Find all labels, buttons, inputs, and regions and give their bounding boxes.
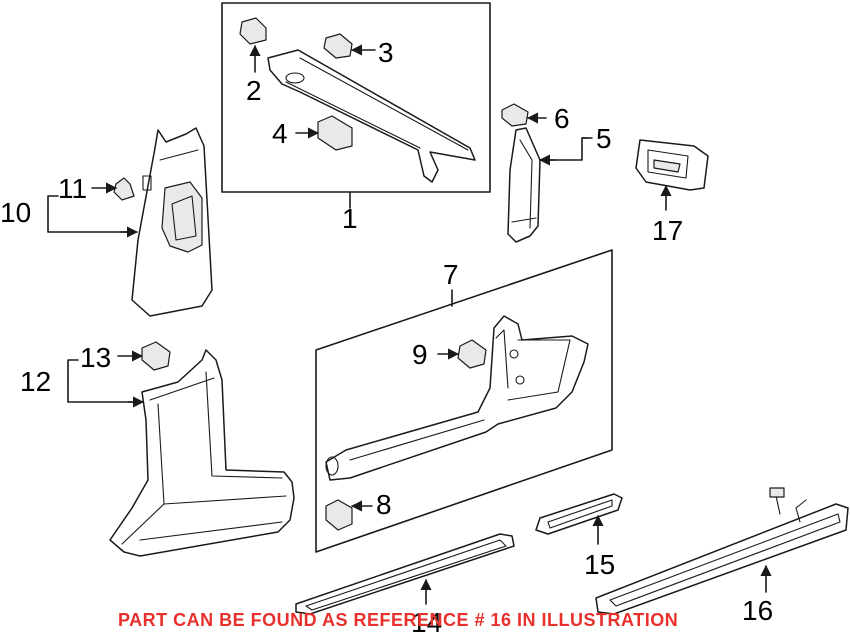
callout-13: 13 — [80, 342, 111, 373]
callout-5: 5 — [596, 123, 612, 154]
illuminated-sill-plate-part-16 — [595, 487, 849, 615]
callout-10: 10 — [0, 197, 31, 228]
clip-part-4 — [317, 115, 353, 151]
callout-11: 11 — [58, 173, 87, 204]
callout-14: 14 — [411, 607, 442, 636]
callout-17: 17 — [652, 215, 683, 246]
callout-2: 2 — [246, 75, 262, 106]
callout-8: 8 — [376, 489, 392, 520]
callout-3: 3 — [378, 37, 394, 68]
sill-plate-part-15 — [535, 493, 623, 535]
clip-part-3 — [323, 33, 353, 59]
sill-trim-part — [325, 315, 589, 481]
clip-part-6 — [501, 103, 529, 127]
reference-notice: PART CAN BE FOUND AS REFERENCE # 16 IN I… — [118, 610, 678, 630]
group-box-1 — [221, 2, 491, 193]
callout-9: 9 — [412, 339, 428, 370]
a-pillar-trim-part — [267, 49, 476, 183]
clip-part-13 — [141, 341, 171, 371]
narrow-pillar-trim-part-5 — [507, 127, 541, 243]
group-box-7 — [315, 249, 613, 553]
clip-part-11 — [113, 177, 135, 201]
sill-plate-part-14 — [295, 533, 515, 615]
callout-12: 12 — [20, 366, 51, 397]
switch-part-17 — [635, 139, 709, 191]
clip-part-9 — [457, 339, 487, 369]
callout-1: 1 — [342, 203, 358, 234]
callout-16: 16 — [742, 595, 773, 626]
clip-part-8 — [325, 499, 353, 531]
upper-pillar-trim-part-10 — [131, 127, 213, 317]
clip-part-2 — [239, 17, 267, 45]
callout-4: 4 — [272, 118, 288, 149]
callout-7: 7 — [443, 259, 459, 290]
lower-pillar-trim-part-12 — [109, 349, 295, 557]
callout-6: 6 — [554, 103, 570, 134]
callout-15: 15 — [584, 549, 615, 580]
